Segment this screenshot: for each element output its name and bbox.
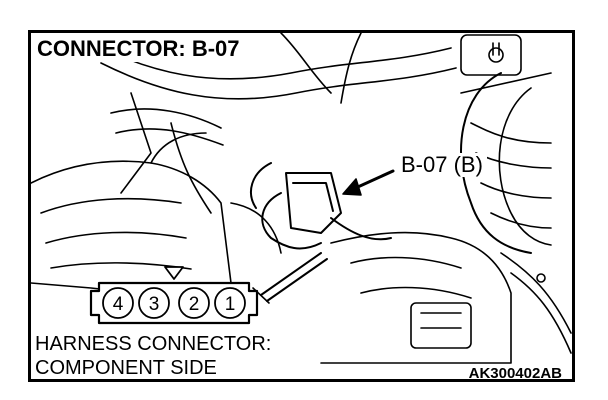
diagram-frame: 4 3 2 1 CONNECTOR: B-07 B-07 (B) HARNESS… (28, 30, 575, 382)
callout-arrow (342, 169, 395, 196)
pin-1-circle (214, 287, 246, 319)
harness-connector-diagram: 4 3 2 1 (89, 266, 259, 325)
pin-label-4: 4 (113, 294, 124, 315)
bracket-bolt (460, 34, 522, 76)
pin-4-circle (102, 287, 134, 319)
connector-b07-body (250, 162, 392, 250)
pin-label-3: 3 (149, 294, 160, 315)
pin-label-2: 2 (189, 294, 200, 315)
lower-machinery (320, 231, 572, 364)
connector-cable (252, 252, 328, 304)
connector-title: CONNECTOR: B-07 (35, 36, 244, 62)
figure-code: AK300402AB (466, 365, 564, 382)
pin-3-circle (138, 287, 170, 319)
intake-duct (460, 72, 552, 254)
harness-connector-label: HARNESS CONNECTOR: (33, 333, 274, 355)
component-side-label: COMPONENT SIDE (33, 357, 219, 379)
pin-2-circle (178, 287, 210, 319)
engine-block (31, 132, 282, 293)
engine-bay-illustration: 4 3 2 1 (31, 33, 572, 364)
hoses (90, 33, 457, 214)
pin-label-1: 1 (225, 294, 236, 315)
connector-callout-label: B-07 (B) (397, 153, 487, 177)
